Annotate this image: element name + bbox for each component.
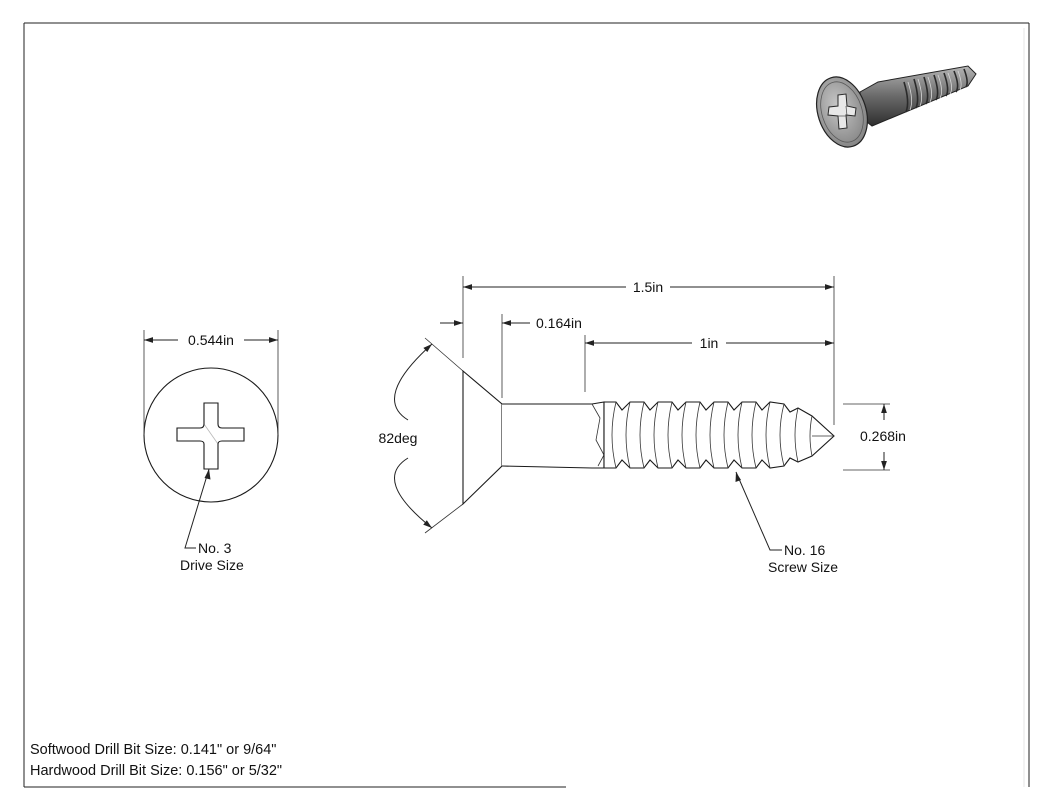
drive-size-label-1: No. 3 [198, 540, 232, 556]
screw-threads [603, 401, 835, 469]
sheet-border [23, 22, 1030, 788]
screw-size-label-2: Screw Size [768, 559, 838, 575]
head-diameter-label: 0.544in [188, 332, 234, 348]
drill-bit-notes: Softwood Drill Bit Size: 0.141" or 9/64"… [30, 740, 282, 782]
phillips-cross-icon [176, 402, 245, 470]
iso-phillips-icon [827, 93, 857, 130]
thread-length-label: 1in [700, 335, 719, 351]
side-view: 1.5in 0.164in 1in 82deg 0.268in No. 16 S… [379, 276, 906, 575]
screw-size-label-1: No. 16 [784, 542, 825, 558]
hardwood-drill-note: Hardwood Drill Bit Size: 0.156" or 5/32" [30, 763, 283, 779]
screw-head [462, 369, 503, 506]
major-diameter-label: 0.268in [860, 428, 906, 444]
head-angle-label: 82deg [379, 430, 418, 446]
drive-size-label-2: Drive Size [180, 557, 244, 573]
overall-length-label: 1.5in [633, 279, 663, 295]
head-height-label: 0.164in [536, 315, 582, 331]
softwood-drill-note: Softwood Drill Bit Size: 0.141" or 9/64" [30, 742, 277, 758]
screw-shank [501, 401, 605, 469]
isometric-view [816, 65, 977, 148]
end-view: 0.544in No. 3 Drive Size [143, 330, 279, 573]
